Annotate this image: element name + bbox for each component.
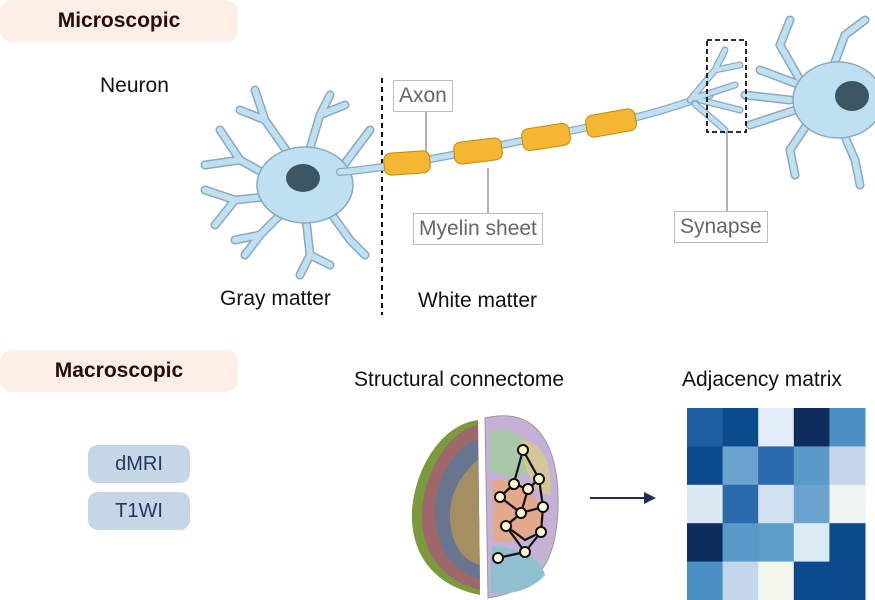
connectome-label: Structural connectome [354,368,565,391]
macroscopic-header: Macroscopic [0,350,238,392]
right-nucleus [835,81,869,111]
matrix-cell [758,408,795,447]
matrix-cell [829,484,866,524]
matrix-cell [793,446,830,486]
matrix-cell [758,446,795,486]
arrow-to-matrix [590,492,656,504]
brain-illustration [411,415,559,599]
matrix-cell [722,561,759,600]
matrix-cell [758,561,795,600]
matrix-cell [793,484,830,524]
white-matter-label: White matter [418,289,538,312]
left-nucleus [286,164,320,192]
matrix-cell [829,446,866,486]
matrix-cell [687,446,724,486]
matrix-cell [829,561,866,600]
axon-label: Axon [393,80,453,112]
matrix-cell [722,484,759,524]
matrix-cell [793,523,830,563]
matrix-cell [829,408,866,447]
matrix-cell [829,523,866,563]
matrix-cell [687,561,724,600]
adjacency-matrix [687,408,866,600]
dmri-chip: dMRI [88,445,190,483]
matrix-cell [793,561,830,600]
matrix-cell [687,484,724,524]
myelin-sheet-label: Myelin sheet [413,213,543,245]
adjacency-matrix-label: Adjacency matrix [682,368,842,391]
t1wi-chip: T1WI [88,492,190,530]
myelin-segments [383,108,637,176]
right-soma [792,61,875,139]
axon-terminals [686,46,744,134]
microscopic-header: Microscopic [0,0,238,42]
matrix-cell [793,408,830,447]
synapse-label: Synapse [674,211,768,243]
matrix-cell [722,408,759,447]
matrix-cell [722,446,759,486]
matrix-cell [687,408,724,447]
matrix-cell [722,523,759,563]
gray-matter-label: Gray matter [220,287,331,310]
matrix-cell [687,523,724,563]
synapse-box [706,39,747,133]
matrix-cell [758,484,795,524]
neuron-label: Neuron [100,74,169,97]
matrix-cell [758,523,795,563]
